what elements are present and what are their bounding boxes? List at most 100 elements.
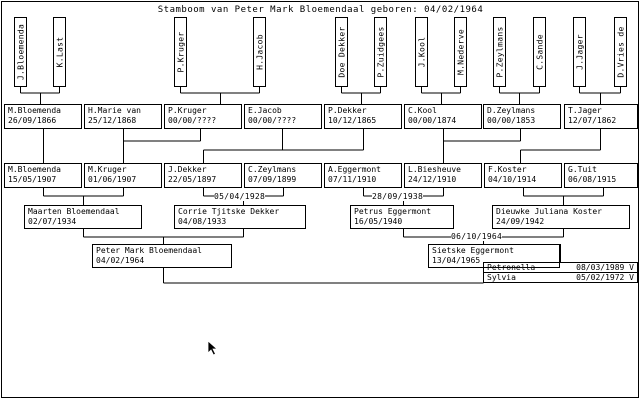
person-name: Petrus Eggermont (354, 207, 432, 216)
ancestor-box[interactable]: J.Bloemenda (14, 17, 27, 87)
marriage-date: 05/04/1928 (214, 192, 266, 201)
page-title: Stamboom van Peter Mark Bloemendaal gebo… (157, 5, 484, 15)
ancestor-name: P.Kruger (176, 31, 185, 73)
ancestor-box[interactable]: P.Zeylmans (493, 17, 506, 87)
person-date: 00/00/???? (248, 116, 297, 125)
ancestor-box[interactable]: P.Zuidgees (374, 17, 387, 87)
child-date: 08/03/1989 (576, 263, 625, 272)
person-date: 01/06/1907 (88, 175, 137, 184)
ancestor-box[interactable]: J.Jager (573, 17, 586, 87)
ancestor-name: J.Bloemenda (16, 23, 25, 81)
child-date: 05/02/1972 (576, 273, 625, 282)
person-date: 04/08/1933 (178, 217, 227, 226)
person-date: 24/12/1910 (408, 175, 457, 184)
list-item[interactable]: Petronella 08/03/1989 V (484, 263, 637, 272)
person-name: L.Biesheuve (408, 165, 461, 174)
person-date: 00/00/1874 (408, 116, 457, 125)
child-sex: V (629, 273, 634, 282)
person-name: G.Tuit (568, 165, 597, 174)
person-date: 00/00/1853 (487, 116, 536, 125)
person-date: 07/09/1899 (248, 175, 297, 184)
person-name: E.Jacob (248, 106, 282, 115)
person-name: T.Jager (568, 106, 602, 115)
person-name: Peter Mark Bloemendaal (96, 246, 202, 255)
ancestor-name: P.Zuidgees (376, 26, 385, 78)
ancestor-name: J.Kool (417, 36, 426, 68)
ancestor-name: K.Last (55, 36, 64, 68)
children-list: Petronella 08/03/1989 V Sylvia 05/02/197… (483, 262, 638, 283)
ancestor-box[interactable]: P.Kruger (174, 17, 187, 87)
ancestor-box[interactable]: K.Last (53, 17, 66, 87)
ancestor-box[interactable]: J.Kool (415, 17, 428, 87)
person-date: 12/07/1862 (568, 116, 617, 125)
person-name: F.Koster (488, 165, 527, 174)
person-name: Maarten Bloemendaal (28, 207, 120, 216)
person-date: 07/11/1910 (328, 175, 377, 184)
person-name: C.Zeylmans (248, 165, 297, 174)
person-date: 25/12/1868 (88, 116, 137, 125)
child-name: Petronella (487, 263, 536, 272)
ancestor-box[interactable]: H.Jacob (253, 17, 266, 87)
person-date: 26/09/1866 (8, 116, 57, 125)
marriage-date: 28/09/1938 (372, 192, 424, 201)
person-name: P.Kruger (168, 106, 207, 115)
child-name: Sylvia (487, 273, 516, 282)
person-date: 00/00/???? (168, 116, 217, 125)
person-name: P.Dekker (328, 106, 367, 115)
child-sex: V (629, 263, 634, 272)
person-name: H.Marie van (88, 106, 141, 115)
mouse-pointer-icon (207, 340, 219, 356)
ancestor-name: Doe Dekker (337, 26, 346, 78)
person-date: 02/07/1934 (28, 217, 77, 226)
person-date: 24/09/1942 (496, 217, 545, 226)
person-name: Dieuwke Juliana Koster (496, 207, 602, 216)
person-date: 16/05/1940 (354, 217, 403, 226)
ancestor-name: P.Zeylmans (495, 26, 504, 78)
person-date: 06/08/1915 (568, 175, 617, 184)
ancestor-name: C.Sande (535, 34, 544, 70)
person-date: 15/05/1907 (8, 175, 57, 184)
marriage-date: 06/10/1964 (451, 232, 503, 241)
ancestor-box[interactable]: Doe Dekker (335, 17, 348, 87)
ancestor-box[interactable]: M.Nederve (454, 17, 467, 87)
person-date: 22/05/1897 (168, 175, 217, 184)
person-name: M.Kruger (88, 165, 127, 174)
person-name: Sietske Eggermont (432, 246, 514, 255)
list-item[interactable]: Sylvia 05/02/1972 V (484, 272, 637, 282)
person-date: 13/04/1965 (432, 256, 481, 265)
person-name: J.Dekker (168, 165, 207, 174)
person-date: 10/12/1865 (328, 116, 377, 125)
person-name: A.Eggermont (328, 165, 381, 174)
ancestor-name: H.Jacob (255, 34, 264, 70)
ancestor-box[interactable]: C.Sande (533, 17, 546, 87)
person-name: D.Zeylmans (487, 106, 536, 115)
ancestor-box[interactable]: D.Vries de (614, 17, 627, 87)
person-date: 04/10/1914 (488, 175, 537, 184)
ancestor-name: D.Vries de (616, 26, 625, 78)
person-name: Corrie Tjitske Dekker (178, 207, 280, 216)
person-name: M.Bloemenda (8, 165, 61, 174)
